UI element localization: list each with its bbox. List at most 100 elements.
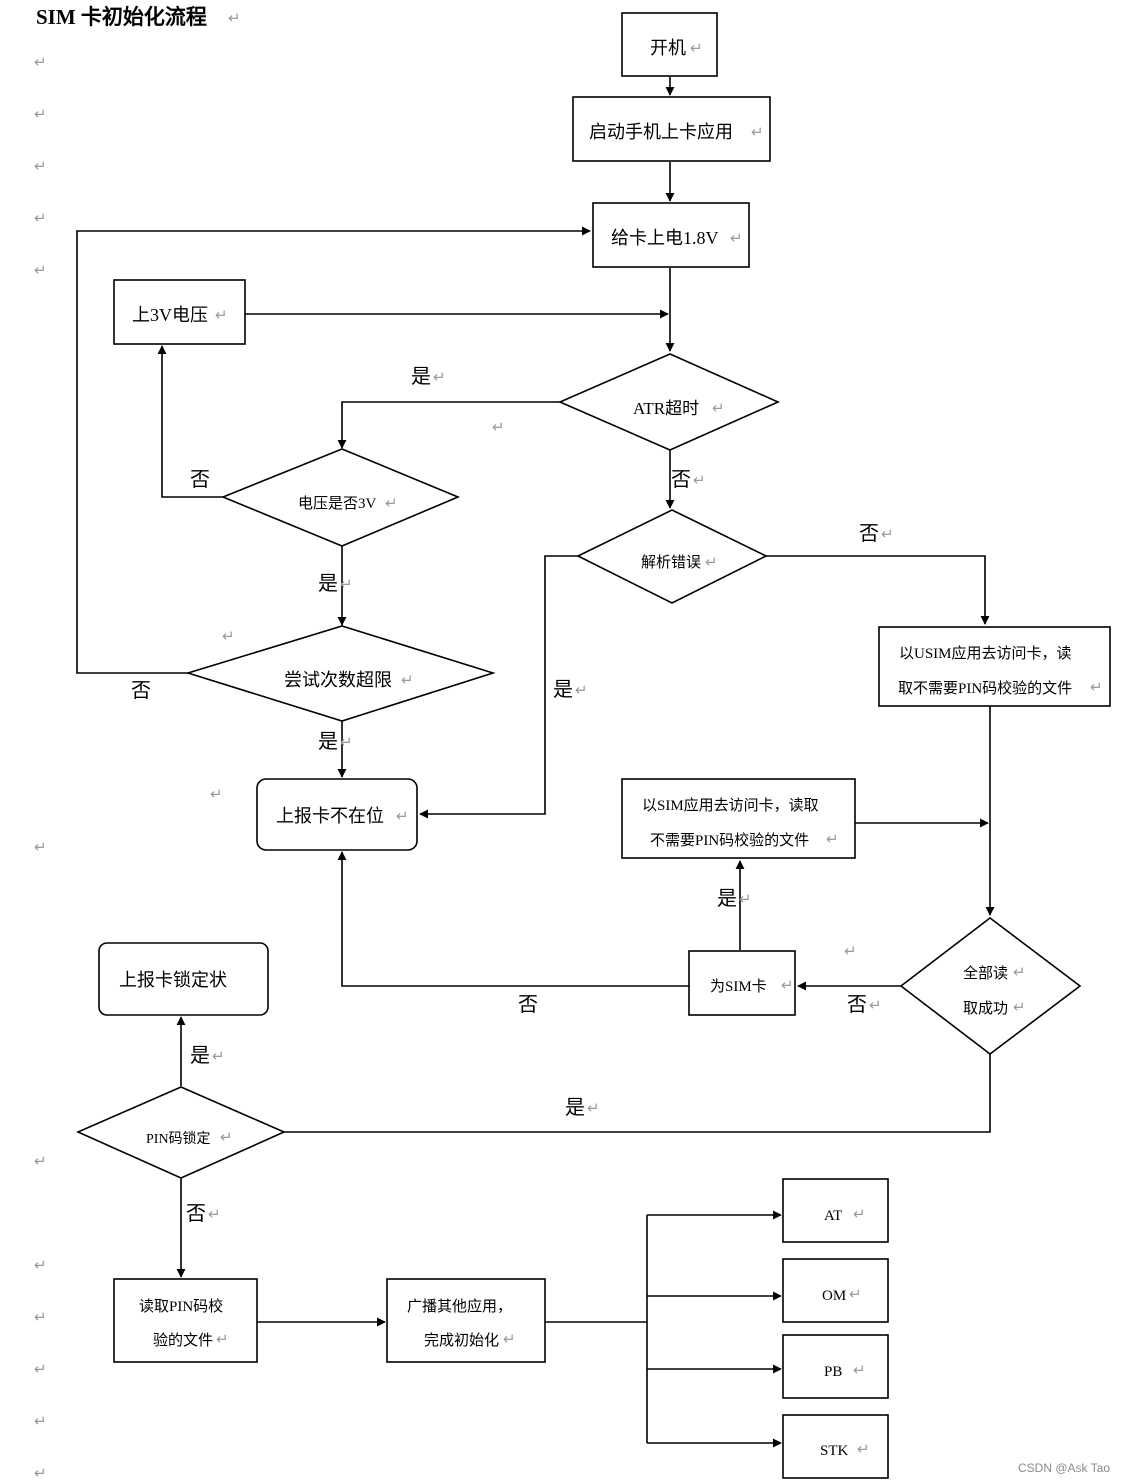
- svg-text:↵: ↵: [34, 53, 47, 71]
- svg-text:解析错误: 解析错误: [641, 554, 701, 571]
- label-yes-pin: 是↵: [190, 1045, 225, 1067]
- svg-text:↵: ↵: [34, 157, 47, 175]
- node-sim-read: 以SIM应用去访问卡，读取 不需要PIN码校验的文件 ↵: [621, 778, 856, 859]
- svg-text:↵: ↵: [396, 807, 409, 825]
- label-yes-simcard: 是↵: [717, 888, 752, 910]
- svg-text:ATR超时: ATR超时: [633, 399, 699, 418]
- svg-text:↵: ↵: [869, 996, 882, 1014]
- svg-text:尝试次数超限: 尝试次数超限: [284, 670, 392, 690]
- svg-text:↵: ↵: [215, 306, 228, 324]
- svg-text:广播其他应用，: 广播其他应用，: [407, 1297, 512, 1315]
- svg-text:↵: ↵: [503, 1330, 516, 1348]
- svg-text:↵: ↵: [730, 229, 743, 247]
- watermark: CSDN @Ask Tao: [1018, 1461, 1110, 1475]
- node-report-locked: 上报卡锁定状: [98, 942, 269, 1016]
- label-yes-retry: 是↵: [318, 731, 353, 753]
- edge-labels: 是↵ 否↵ 否 否↵ 是↵ 否 是↵ 是↵ 是↵ 否 否↵ 是↵ 是↵ 否↵: [131, 366, 894, 1225]
- svg-text:↵: ↵: [587, 1099, 600, 1117]
- svg-text:是: 是: [553, 679, 573, 701]
- svg-text:不需要PIN码校验的文件: 不需要PIN码校验的文件: [650, 832, 809, 849]
- svg-text:↵: ↵: [34, 838, 47, 856]
- svg-text:给卡上电1.8V: 给卡上电1.8V: [611, 228, 719, 248]
- svg-text:完成初始化: 完成初始化: [424, 1332, 499, 1349]
- svg-text:是: 是: [717, 888, 737, 910]
- svg-text:↵: ↵: [712, 399, 725, 417]
- node-retry-limit: 尝试次数超限 ↵: [185, 625, 496, 722]
- svg-text:↵: ↵: [1013, 998, 1026, 1016]
- node-power-1v8: 给卡上电1.8V ↵: [592, 202, 750, 268]
- svg-text:上报卡锁定状: 上报卡锁定状: [119, 970, 227, 990]
- node-start-card-app: 启动手机上卡应用 ↵: [572, 96, 771, 162]
- svg-text:↵: ↵: [401, 671, 414, 689]
- margin-paragraph-marks: ↵ ↵ ↵ ↵ ↵ ↵ ↵ ↵ ↵ ↵ ↵ ↵ ↵ ↵ ↵ ↵: [34, 53, 857, 1482]
- node-pin-locked: PIN码锁定 ↵: [76, 1086, 286, 1179]
- svg-text:↵: ↵: [34, 1412, 47, 1430]
- node-app-stk: STK ↵: [782, 1414, 889, 1479]
- label-no-simcard: 否: [518, 994, 538, 1016]
- svg-text:PB: PB: [824, 1364, 842, 1380]
- label-no-allread: 否↵: [847, 994, 882, 1016]
- node-app-om: OM ↵: [782, 1258, 889, 1323]
- svg-text:否: 否: [131, 680, 151, 702]
- svg-text:↵: ↵: [1090, 678, 1103, 696]
- svg-text:↵: ↵: [739, 890, 752, 908]
- svg-text:否: 否: [859, 523, 879, 545]
- node-all-read-success: 全部读 ↵ 取成功 ↵: [899, 916, 1082, 1056]
- label-no-parse: 否↵: [859, 523, 894, 545]
- svg-text:是: 是: [318, 731, 338, 753]
- edge-simcard-no-to-absent: [337, 851, 689, 987]
- svg-text:↵: ↵: [34, 1152, 47, 1170]
- svg-text:↵: ↵: [340, 575, 353, 593]
- svg-text:STK: STK: [820, 1443, 849, 1459]
- svg-text:↵: ↵: [857, 1440, 870, 1458]
- svg-text:否: 否: [847, 994, 867, 1016]
- node-power-3v: 上3V电压 ↵: [113, 279, 246, 345]
- svg-text:↵: ↵: [222, 627, 235, 645]
- svg-text:是: 是: [190, 1045, 210, 1067]
- svg-text:否: 否: [671, 469, 691, 491]
- svg-text:验的文件: 验的文件: [153, 1332, 213, 1349]
- svg-text:↵: ↵: [693, 471, 706, 489]
- label-no-voltage: 否: [190, 469, 210, 491]
- page-title: SIM 卡初始化流程: [36, 5, 207, 29]
- node-atr-timeout: ATR超时 ↵: [557, 353, 780, 451]
- svg-text:否: 否: [518, 994, 538, 1016]
- svg-text:取成功: 取成功: [963, 1000, 1008, 1017]
- svg-text:↵: ↵: [34, 105, 47, 123]
- svg-text:为SIM卡: 为SIM卡: [710, 978, 767, 995]
- svg-text:↵: ↵: [433, 368, 446, 386]
- svg-text:↵: ↵: [705, 553, 718, 571]
- label-no-atr: 否↵: [671, 469, 706, 491]
- svg-text:↵: ↵: [34, 1256, 47, 1274]
- svg-text:是: 是: [565, 1097, 585, 1119]
- svg-text:AT: AT: [824, 1208, 842, 1224]
- label-yes-voltage: 是↵: [318, 573, 353, 595]
- node-usim-read: 以USIM应用去访问卡，读 取不需要PIN码校验的文件 ↵: [878, 626, 1111, 707]
- svg-text:读取PIN码校: 读取PIN码校: [139, 1298, 223, 1315]
- svg-text:以SIM应用去访问卡，读取: 以SIM应用去访问卡，读取: [642, 796, 819, 814]
- svg-text:是: 是: [411, 366, 431, 388]
- svg-text:↵: ↵: [849, 1285, 862, 1303]
- svg-text:↵: ↵: [208, 1205, 221, 1223]
- svg-text:↵: ↵: [575, 681, 588, 699]
- svg-text:↵: ↵: [690, 39, 703, 57]
- svg-text:↵: ↵: [34, 1360, 47, 1378]
- svg-text:↵: ↵: [492, 418, 505, 436]
- svg-text:启动手机上卡应用: 启动手机上卡应用: [589, 122, 733, 142]
- edge-allread-yes-to-pin: [284, 1054, 991, 1133]
- svg-text:PIN码锁定: PIN码锁定: [146, 1131, 211, 1147]
- edge-parse-no-to-usim: [766, 555, 990, 625]
- svg-text:↵: ↵: [781, 976, 794, 994]
- edge-voltage-no-to-3v: [157, 345, 223, 498]
- node-power-on: 开机 ↵: [621, 12, 718, 77]
- svg-text:上3V电压: 上3V电压: [132, 305, 208, 325]
- svg-text:↵: ↵: [881, 525, 894, 543]
- svg-text:↵: ↵: [826, 830, 839, 848]
- node-read-pin-file: 读取PIN码校 验的文件 ↵: [113, 1278, 258, 1363]
- svg-text:↵: ↵: [844, 942, 857, 960]
- svg-text:是: 是: [318, 573, 338, 595]
- svg-text:↵: ↵: [34, 209, 47, 227]
- node-is-sim-card: 为SIM卡 ↵: [688, 950, 796, 1016]
- edge-parse-yes-to-absent: [419, 555, 578, 819]
